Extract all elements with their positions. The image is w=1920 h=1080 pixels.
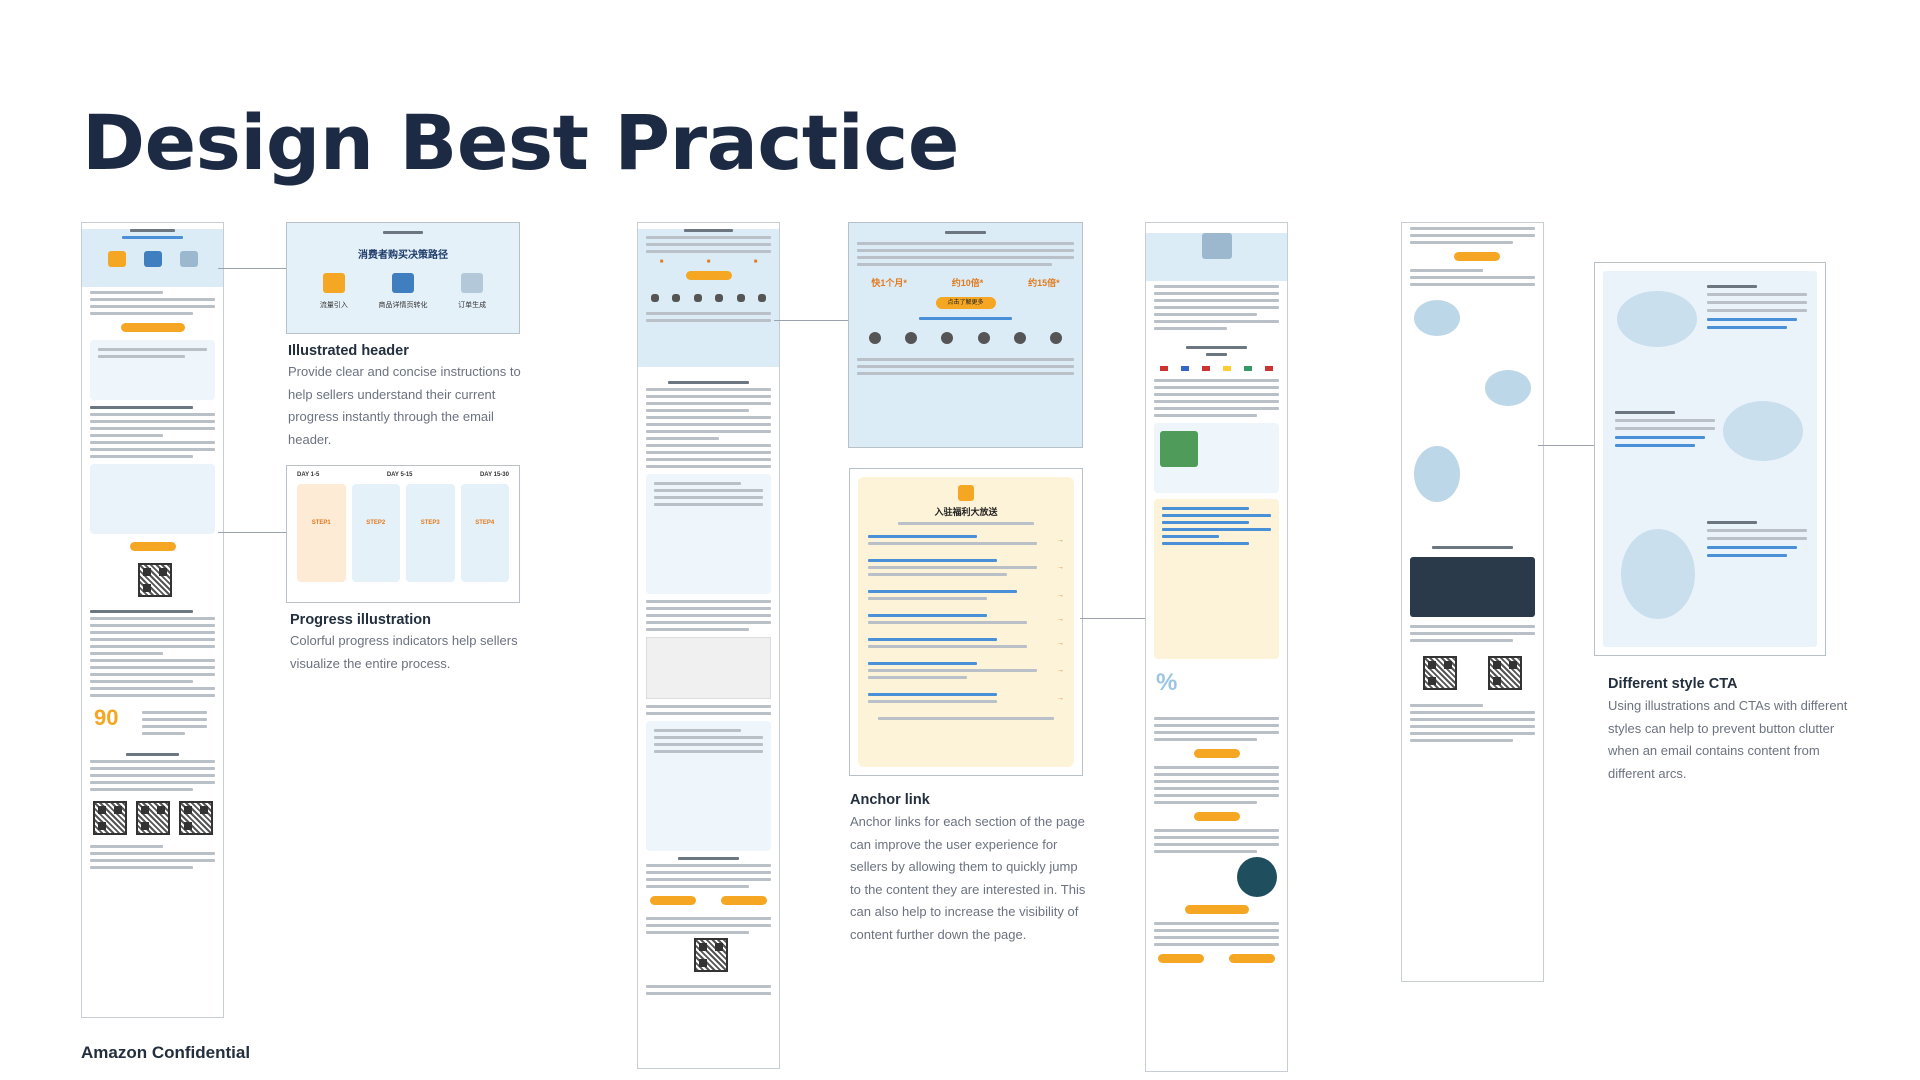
caption-title-progress-illustration: Progress illustration <box>290 612 432 628</box>
arrow-icon[interactable]: → <box>1057 564 1064 571</box>
document-icon <box>179 251 198 267</box>
conversion-icon <box>391 273 414 293</box>
sydney-illustration <box>1414 300 1460 336</box>
anchor-link-zoom: 入驻福利大放送 → → → → → → → <box>849 468 1083 776</box>
monitor-icon <box>143 251 162 267</box>
caption-text-progress-illustration: Colorful progress indicators help seller… <box>290 633 518 671</box>
different-style-cta-zoom <box>1594 262 1826 656</box>
confidential-footer: Amazon Confidential <box>81 1043 251 1062</box>
dubai-illustration <box>1621 529 1695 619</box>
arrow-icon[interactable]: → <box>1057 694 1064 702</box>
email-thumbnail-3: % <box>1145 222 1288 1072</box>
email-thumbnail-2: ■■■ <box>637 222 780 1069</box>
cta-link[interactable] <box>1707 326 1787 329</box>
header-title: 消费者购买决策路径 <box>358 250 448 261</box>
europe-map <box>1160 431 1198 467</box>
anchor-link-list: → → → → → → → <box>858 535 1074 703</box>
progress-illustration-zoom: DAY 1-5 DAY 5-15 DAY 15-30 STEP1 STEP2 S… <box>286 465 520 603</box>
caption-text-anchor-link: Anchor links for each section of the pag… <box>850 814 1086 942</box>
caption-title-anchor-link: Anchor link <box>850 792 930 808</box>
anchor-card-title: 入驻福利大放送 <box>934 507 998 517</box>
cta-button[interactable]: 点击了解更多 <box>935 297 996 309</box>
cta-link[interactable] <box>1707 546 1797 549</box>
caption-title-illustrated-header: Illustrated header <box>288 343 409 359</box>
dubai-illustration <box>1414 446 1460 502</box>
cta-link[interactable] <box>1707 318 1797 321</box>
arrow-icon[interactable]: → <box>1057 667 1064 674</box>
arrow-icon[interactable]: → <box>1057 591 1064 599</box>
arrow-icon[interactable]: → <box>1057 615 1064 623</box>
email-header: ■■■ <box>638 229 779 367</box>
email-header <box>82 229 223 287</box>
sydney-illustration <box>1617 291 1697 347</box>
cta-link[interactable] <box>1615 444 1695 447</box>
illustrated-header-zoom: 消费者购买决策路径 流量引入 商品详情页转化 订单生成 <box>286 222 520 334</box>
caption-text-illustrated-header: Provide clear and concise instructions t… <box>288 364 521 447</box>
singapore-illustration <box>1723 401 1803 461</box>
qr-code <box>138 563 172 597</box>
email-thumbnail-4 <box>1401 222 1544 982</box>
traffic-icon <box>322 273 345 293</box>
cta-link[interactable] <box>1615 436 1705 439</box>
email-header <box>1146 233 1287 281</box>
arrow-icon[interactable]: → <box>1057 639 1064 647</box>
benefits-header-zoom: 快1个月* 约10倍* 约15倍* 点击了解更多 <box>848 222 1083 448</box>
cta-link[interactable] <box>1707 554 1787 557</box>
gift-icon <box>958 485 974 501</box>
order-icon <box>461 273 484 293</box>
arrow-icon[interactable]: → <box>1057 536 1064 544</box>
cosmetics-illustration <box>1201 233 1232 259</box>
singapore-illustration <box>1485 370 1531 406</box>
caption-text-different-style-cta: Using illustrations and CTAs with differ… <box>1608 698 1848 781</box>
email-thumbnail-1: 90 <box>81 222 224 1018</box>
chart-icon <box>107 251 126 267</box>
page-title: Design Best Practice <box>82 98 959 187</box>
globe-illustration <box>1237 857 1277 897</box>
caption-title-different-style-cta: Different style CTA <box>1608 676 1738 692</box>
